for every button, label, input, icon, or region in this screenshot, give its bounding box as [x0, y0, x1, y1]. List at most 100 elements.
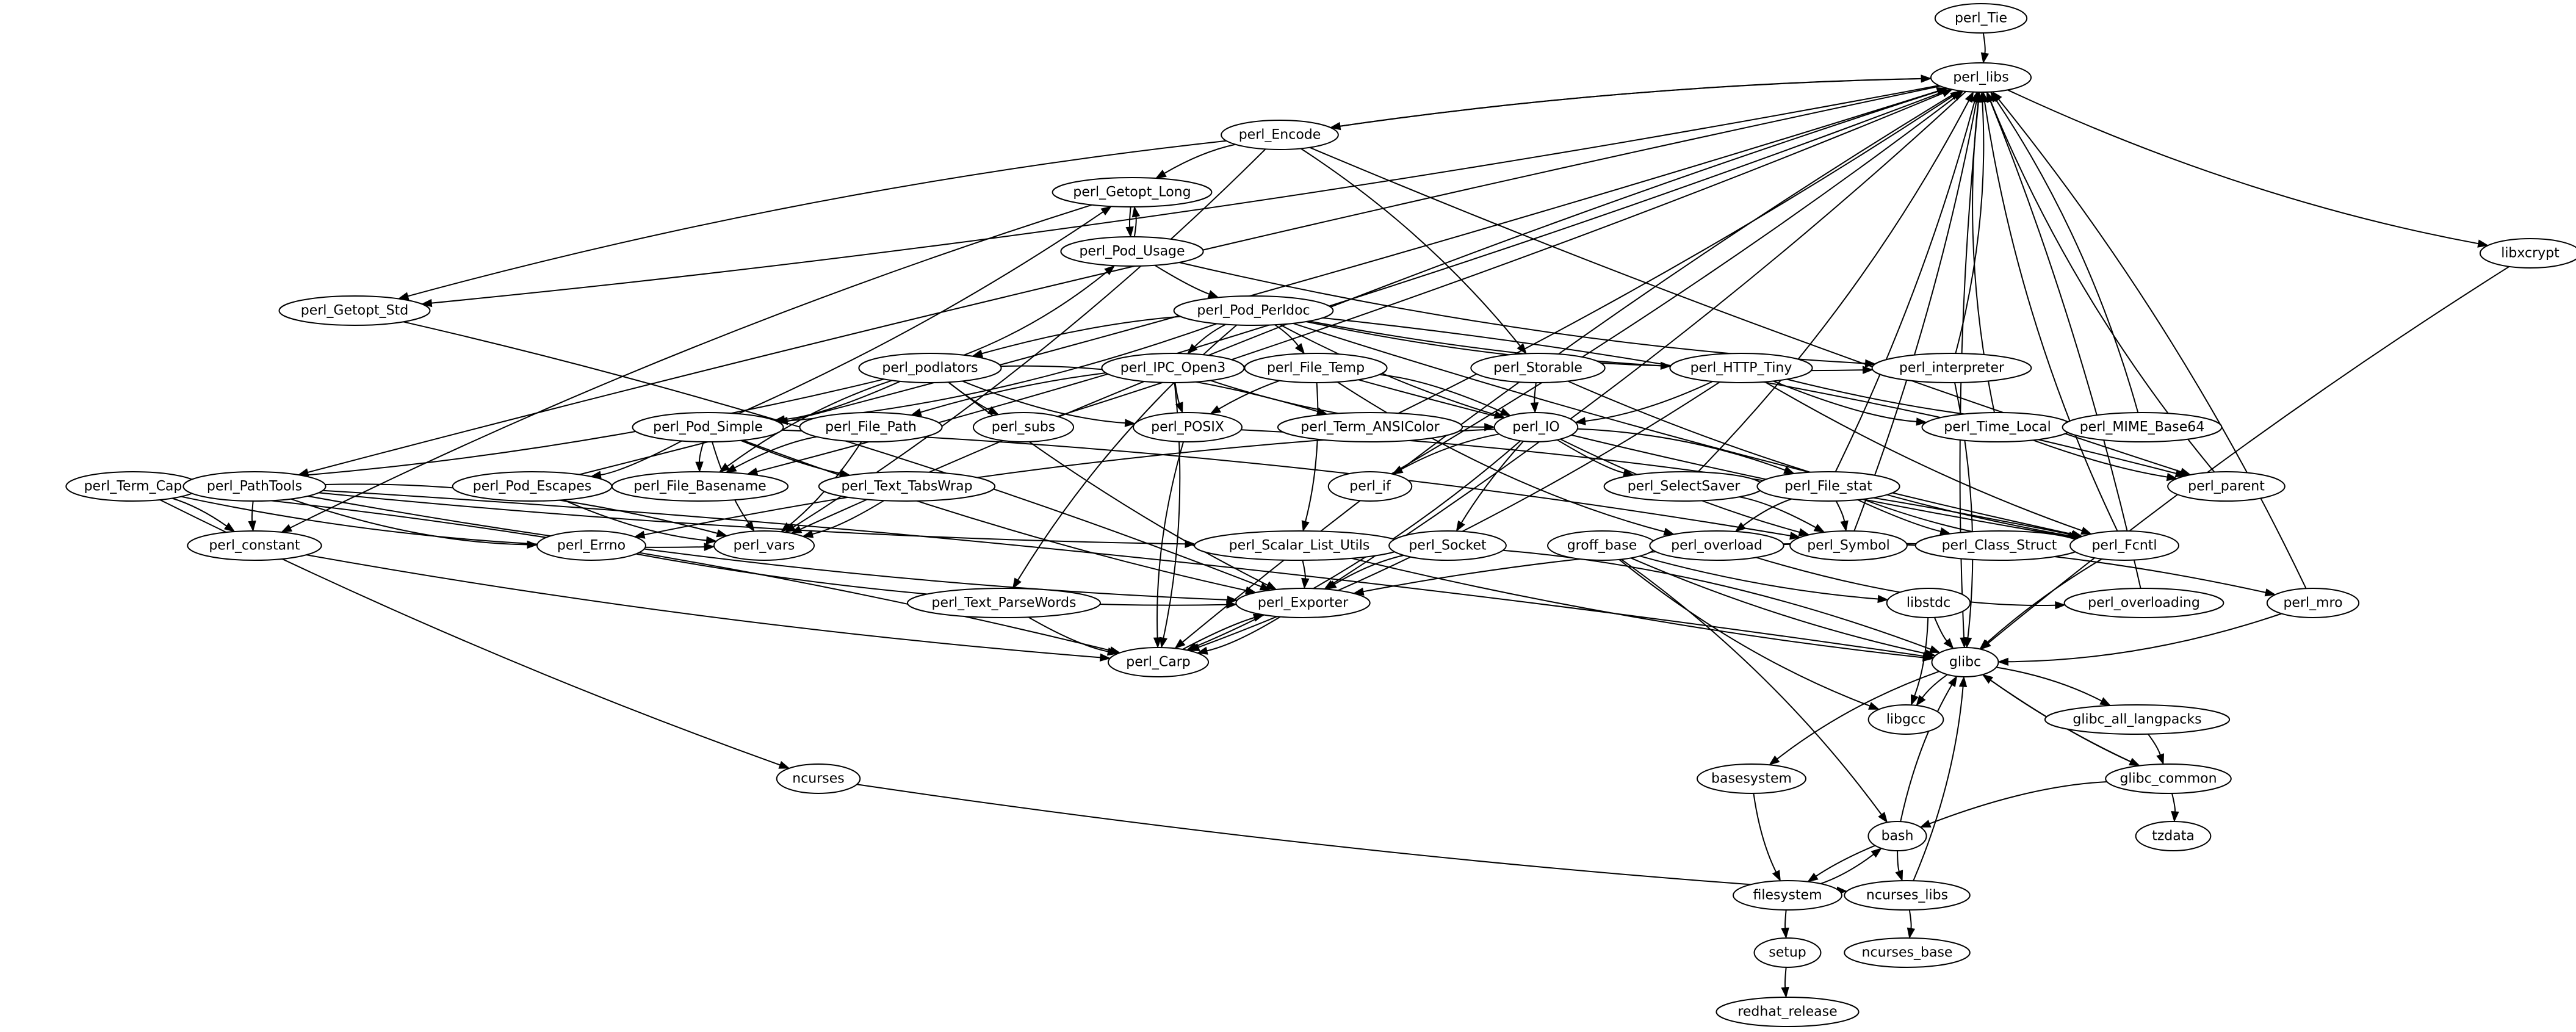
graph-node[interactable]: perl_Pod_Escapes — [452, 471, 613, 502]
node-label: filesystem — [1753, 888, 1822, 903]
graph-node[interactable]: perl_Getopt_Std — [278, 295, 431, 326]
graph-node[interactable]: redhat_release — [1716, 997, 1860, 1027]
dependency-edge — [1815, 845, 1875, 877]
graph-node[interactable]: perl_mro — [2266, 588, 2360, 618]
graph-node[interactable]: perl_Socket — [1388, 530, 1507, 561]
node-label: perl_libs — [1953, 70, 2008, 85]
node-ellipse — [2135, 821, 2212, 851]
graph-node[interactable]: basesystem — [1697, 763, 1806, 794]
dependency-edge — [322, 489, 1924, 657]
graph-node[interactable]: perl_parent — [2167, 471, 2286, 502]
graph-node[interactable]: libgcc — [1867, 704, 1944, 735]
graph-node[interactable]: perl_libs — [1930, 62, 2032, 93]
node-label: perl_Pod_Usage — [1079, 244, 1185, 259]
graph-node[interactable]: perl_POSIX — [1133, 412, 1243, 442]
graph-node[interactable]: setup — [1753, 937, 1822, 968]
arrowhead-icon — [1186, 642, 1198, 651]
graph-node[interactable]: perl_IO — [1493, 412, 1579, 442]
graph-node[interactable]: perl_interpreter — [1871, 353, 2032, 383]
graph-node[interactable]: perl_File_Basename — [611, 471, 789, 502]
graph-node[interactable]: ncurses_base — [1844, 937, 1971, 968]
dependency-edge — [1194, 323, 1227, 348]
graph-node[interactable]: perl_Term_Cap — [65, 471, 201, 502]
graph-node[interactable]: perl_Text_ParseWords — [907, 588, 1101, 618]
arrowhead-icon — [1924, 649, 1936, 658]
graph-node[interactable]: perl_File_Path — [799, 412, 943, 442]
node-label: libxcrypt — [2501, 246, 2560, 261]
dependency-edge — [306, 554, 1100, 659]
dependency-edge — [1784, 967, 1787, 988]
graph-node[interactable]: perl_if — [1327, 471, 1413, 502]
graph-node[interactable]: glibc_all_langpacks — [2044, 704, 2231, 735]
graph-node[interactable]: libxcrypt — [2479, 238, 2576, 269]
node-label: glibc — [1949, 655, 1981, 670]
graph-node[interactable]: perl_Pod_Perldoc — [1173, 295, 1334, 326]
graph-node[interactable]: perl_HTTP_Tiny — [1669, 353, 1813, 383]
node-label: perl_SelectSaver — [1628, 479, 1741, 494]
arrowhead-icon — [1781, 986, 1789, 998]
dependency-edge — [251, 500, 254, 522]
graph-node[interactable]: perl_Symbol — [1789, 530, 1908, 561]
node-label: perl_Exporter — [1258, 596, 1349, 611]
graph-node[interactable]: libstdc — [1886, 588, 1971, 618]
node-ellipse — [182, 471, 327, 502]
graph-node[interactable]: perl_Getopt_Long — [1052, 177, 1213, 207]
graph-node[interactable]: perl_Errno — [536, 530, 646, 561]
arrowhead-icon — [1294, 343, 1305, 355]
graph-node[interactable]: perl_Time_Local — [1921, 412, 2074, 442]
graph-node[interactable]: perl_podlators — [858, 353, 1002, 383]
graph-node[interactable]: perl_File_Temp — [1244, 353, 1388, 383]
graph-node[interactable]: perl_File_stat — [1756, 471, 1900, 502]
node-ellipse — [1716, 997, 1860, 1027]
graph-node[interactable]: perl_vars — [713, 530, 815, 561]
node-label: perl_File_Path — [825, 420, 917, 435]
graph-node[interactable]: perl_Storable — [1470, 353, 1606, 383]
graph-node[interactable]: perl_Text_TabsWrap — [818, 471, 996, 502]
dependency-edge — [290, 498, 528, 546]
graph-node[interactable]: perl_Scalar_List_Utils — [1194, 530, 1405, 561]
node-label: perl_vars — [734, 538, 795, 554]
node-label: perl_parent — [2188, 479, 2265, 494]
graph-node[interactable]: perl_constant — [187, 530, 322, 561]
node-ellipse — [1789, 530, 1908, 561]
node-label: perl_HTTP_Tiny — [1690, 361, 1792, 376]
graph-node[interactable]: filesystem — [1733, 880, 1842, 911]
graph-node[interactable]: perl_Tie — [1934, 3, 2028, 34]
node-ellipse — [632, 412, 784, 442]
node-ellipse — [1649, 530, 1784, 561]
graph-node[interactable]: perl_Class_Struct — [1914, 530, 2084, 561]
node-label: perl_overload — [1671, 538, 1762, 554]
graph-node[interactable]: perl_overload — [1649, 530, 1784, 561]
graph-node[interactable]: perl_Exporter — [1235, 588, 1371, 618]
graph-node[interactable]: perl_MIME_Base64 — [2062, 412, 2223, 442]
graph-node[interactable]: perl_Pod_Simple — [632, 412, 784, 442]
graph-node[interactable]: perl_Fcntl — [2069, 530, 2179, 561]
graph-node[interactable]: glibc_common — [2105, 763, 2232, 794]
graph-node[interactable]: perl_overloading — [2063, 588, 2224, 618]
node-label: redhat_release — [1737, 1005, 1837, 1020]
graph-node[interactable]: groff_base — [1547, 530, 1657, 561]
graph-node[interactable]: perl_subs — [972, 412, 1075, 442]
dependency-edge — [290, 204, 1092, 529]
graph-node[interactable]: glibc — [1931, 647, 1999, 677]
graph-node[interactable]: bash — [1867, 821, 1927, 851]
graph-node[interactable]: ncurses — [776, 763, 861, 794]
node-ellipse — [536, 530, 646, 561]
node-label: bash — [1881, 829, 1914, 844]
graph-node[interactable]: perl_PathTools — [182, 471, 327, 502]
arrowhead-icon — [1840, 520, 1849, 532]
graph-node[interactable]: perl_Term_ANSIColor — [1277, 412, 1463, 442]
dependency-edge — [1857, 499, 1941, 532]
graph-node[interactable]: tzdata — [2135, 821, 2212, 851]
arrowhead-icon — [527, 540, 538, 549]
graph-node[interactable]: perl_Carp — [1107, 647, 1210, 677]
node-ellipse — [2105, 763, 2232, 794]
arrowhead-icon — [1980, 91, 1989, 103]
graph-node[interactable]: ncurses_libs — [1844, 880, 1971, 911]
graph-node[interactable]: perl_Pod_Usage — [1060, 236, 1204, 267]
graph-node[interactable]: perl_SelectSaver — [1603, 471, 1764, 502]
graph-node[interactable]: perl_Encode — [1221, 120, 1339, 150]
dependency-edge — [1154, 264, 1210, 295]
dependency-edge — [431, 85, 1939, 304]
graph-node[interactable]: perl_IPC_Open3 — [1101, 353, 1245, 383]
